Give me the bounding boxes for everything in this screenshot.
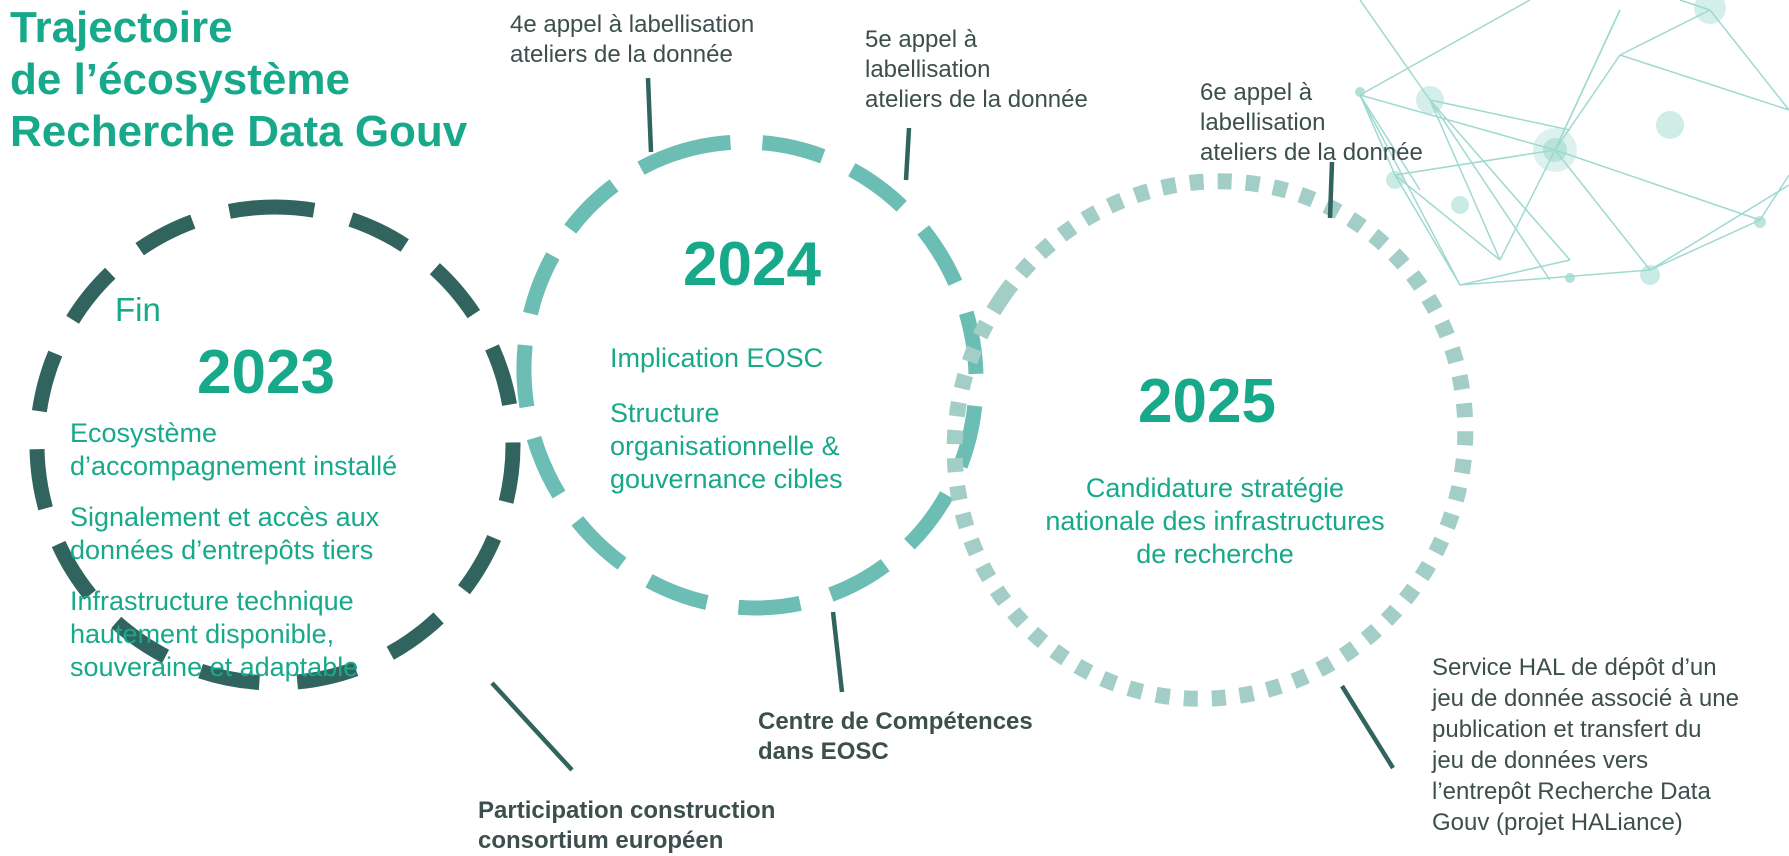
milestone-ticks xyxy=(490,77,1395,772)
milestone-competence: Centre de Compétences dans EOSC xyxy=(758,707,1033,767)
item-2023: Ecosystème d’accompagnement installé xyxy=(70,417,397,483)
item-line: souveraine et adaptable xyxy=(70,652,359,682)
year-2024: 2024 xyxy=(683,230,821,299)
item-2023: Signalement et accès aux données d’entre… xyxy=(70,501,397,567)
milestone-line: Service HAL de dépôt d’un xyxy=(1432,654,1717,681)
milestone-line: Centre de Compétences xyxy=(758,708,1033,735)
item-line: nationale des infrastructures xyxy=(1045,506,1385,536)
circle-2023 xyxy=(29,199,521,691)
page-title: Trajectoire de l’écosystème Recherche Da… xyxy=(10,2,467,158)
item-2024: Implication EOSC xyxy=(610,342,843,375)
milestone-call6: 6e appel à labellisation ateliers de la … xyxy=(1200,78,1423,168)
milestone-line: ateliers de la donnée xyxy=(1200,139,1423,166)
milestone-consortium: Participation construction consortium eu… xyxy=(478,796,775,856)
year-2025: 2025 xyxy=(1138,367,1276,436)
item-line: Signalement et accès aux xyxy=(70,502,380,532)
milestone-line: Gouv (projet HALiance) xyxy=(1432,809,1683,836)
milestone-line: dans EOSC xyxy=(758,738,889,765)
milestone-line: l’entrepôt Recherche Data xyxy=(1432,778,1711,805)
tick-consortium xyxy=(490,681,574,772)
item-line: hautement disponible, xyxy=(70,619,335,649)
milestone-line: labellisation xyxy=(1200,109,1326,136)
title-line: Trajectoire xyxy=(10,3,233,52)
item-line: de recherche xyxy=(1136,539,1294,569)
items-2023: Ecosystème d’accompagnement installé Sig… xyxy=(70,417,397,684)
milestone-line: jeu de données vers xyxy=(1432,747,1649,774)
milestone-line: jeu de donnée associé à une xyxy=(1432,685,1739,712)
item-line: Structure xyxy=(610,398,720,428)
item-line: d’accompagnement installé xyxy=(70,451,398,481)
milestone-line: labellisation xyxy=(865,56,991,83)
milestone-line: 5e appel à xyxy=(865,26,978,53)
item-line: Implication EOSC xyxy=(610,343,824,373)
milestone-hal: Service HAL de dépôt d’un jeu de donnée … xyxy=(1432,652,1739,838)
network-nodes xyxy=(1355,0,1766,285)
tick-call4 xyxy=(645,77,654,153)
milestone-line: Participation construction xyxy=(478,797,776,824)
circle-2024 xyxy=(516,134,984,616)
network-decoration xyxy=(1359,0,1789,286)
tick-competence xyxy=(830,611,845,693)
item-line: Candidature stratégie xyxy=(1085,473,1345,503)
item-line: Ecosystème xyxy=(70,418,218,448)
item-line: organisationnelle & xyxy=(610,431,840,461)
milestone-line: 4e appel à labellisation xyxy=(510,11,755,38)
milestone-line: 6e appel à xyxy=(1200,79,1313,106)
item-line: gouvernance cibles xyxy=(610,464,843,494)
items-2025: Candidature stratégie nationale des infr… xyxy=(1010,472,1420,571)
item-line: données d’entrepôts tiers xyxy=(70,535,374,565)
prefix-2023: Fin xyxy=(115,291,161,328)
item-2023: Infrastructure technique hautement dispo… xyxy=(70,585,397,684)
items-2024: Implication EOSC Structure organisationn… xyxy=(610,342,843,496)
milestone-call5: 5e appel à labellisation ateliers de la … xyxy=(865,25,1088,115)
year-2023: 2023 xyxy=(197,338,335,407)
tick-hal xyxy=(1340,684,1395,770)
tick-call6 xyxy=(1327,161,1335,219)
milestone-line: ateliers de la donnée xyxy=(865,86,1088,113)
circle-2025 xyxy=(946,173,1474,707)
milestone-line: ateliers de la donnée xyxy=(510,41,733,68)
milestone-line: publication et transfert du xyxy=(1432,716,1702,743)
item-line: Infrastructure technique xyxy=(70,586,354,616)
title-line: de l’écosystème xyxy=(10,55,350,104)
tick-call5 xyxy=(903,127,912,181)
milestone-call4: 4e appel à labellisation ateliers de la … xyxy=(510,10,754,70)
title-line: Recherche Data Gouv xyxy=(10,107,468,156)
item-2024: Structure organisationnelle & gouvernanc… xyxy=(610,397,843,496)
milestone-line: consortium européen xyxy=(478,827,724,854)
